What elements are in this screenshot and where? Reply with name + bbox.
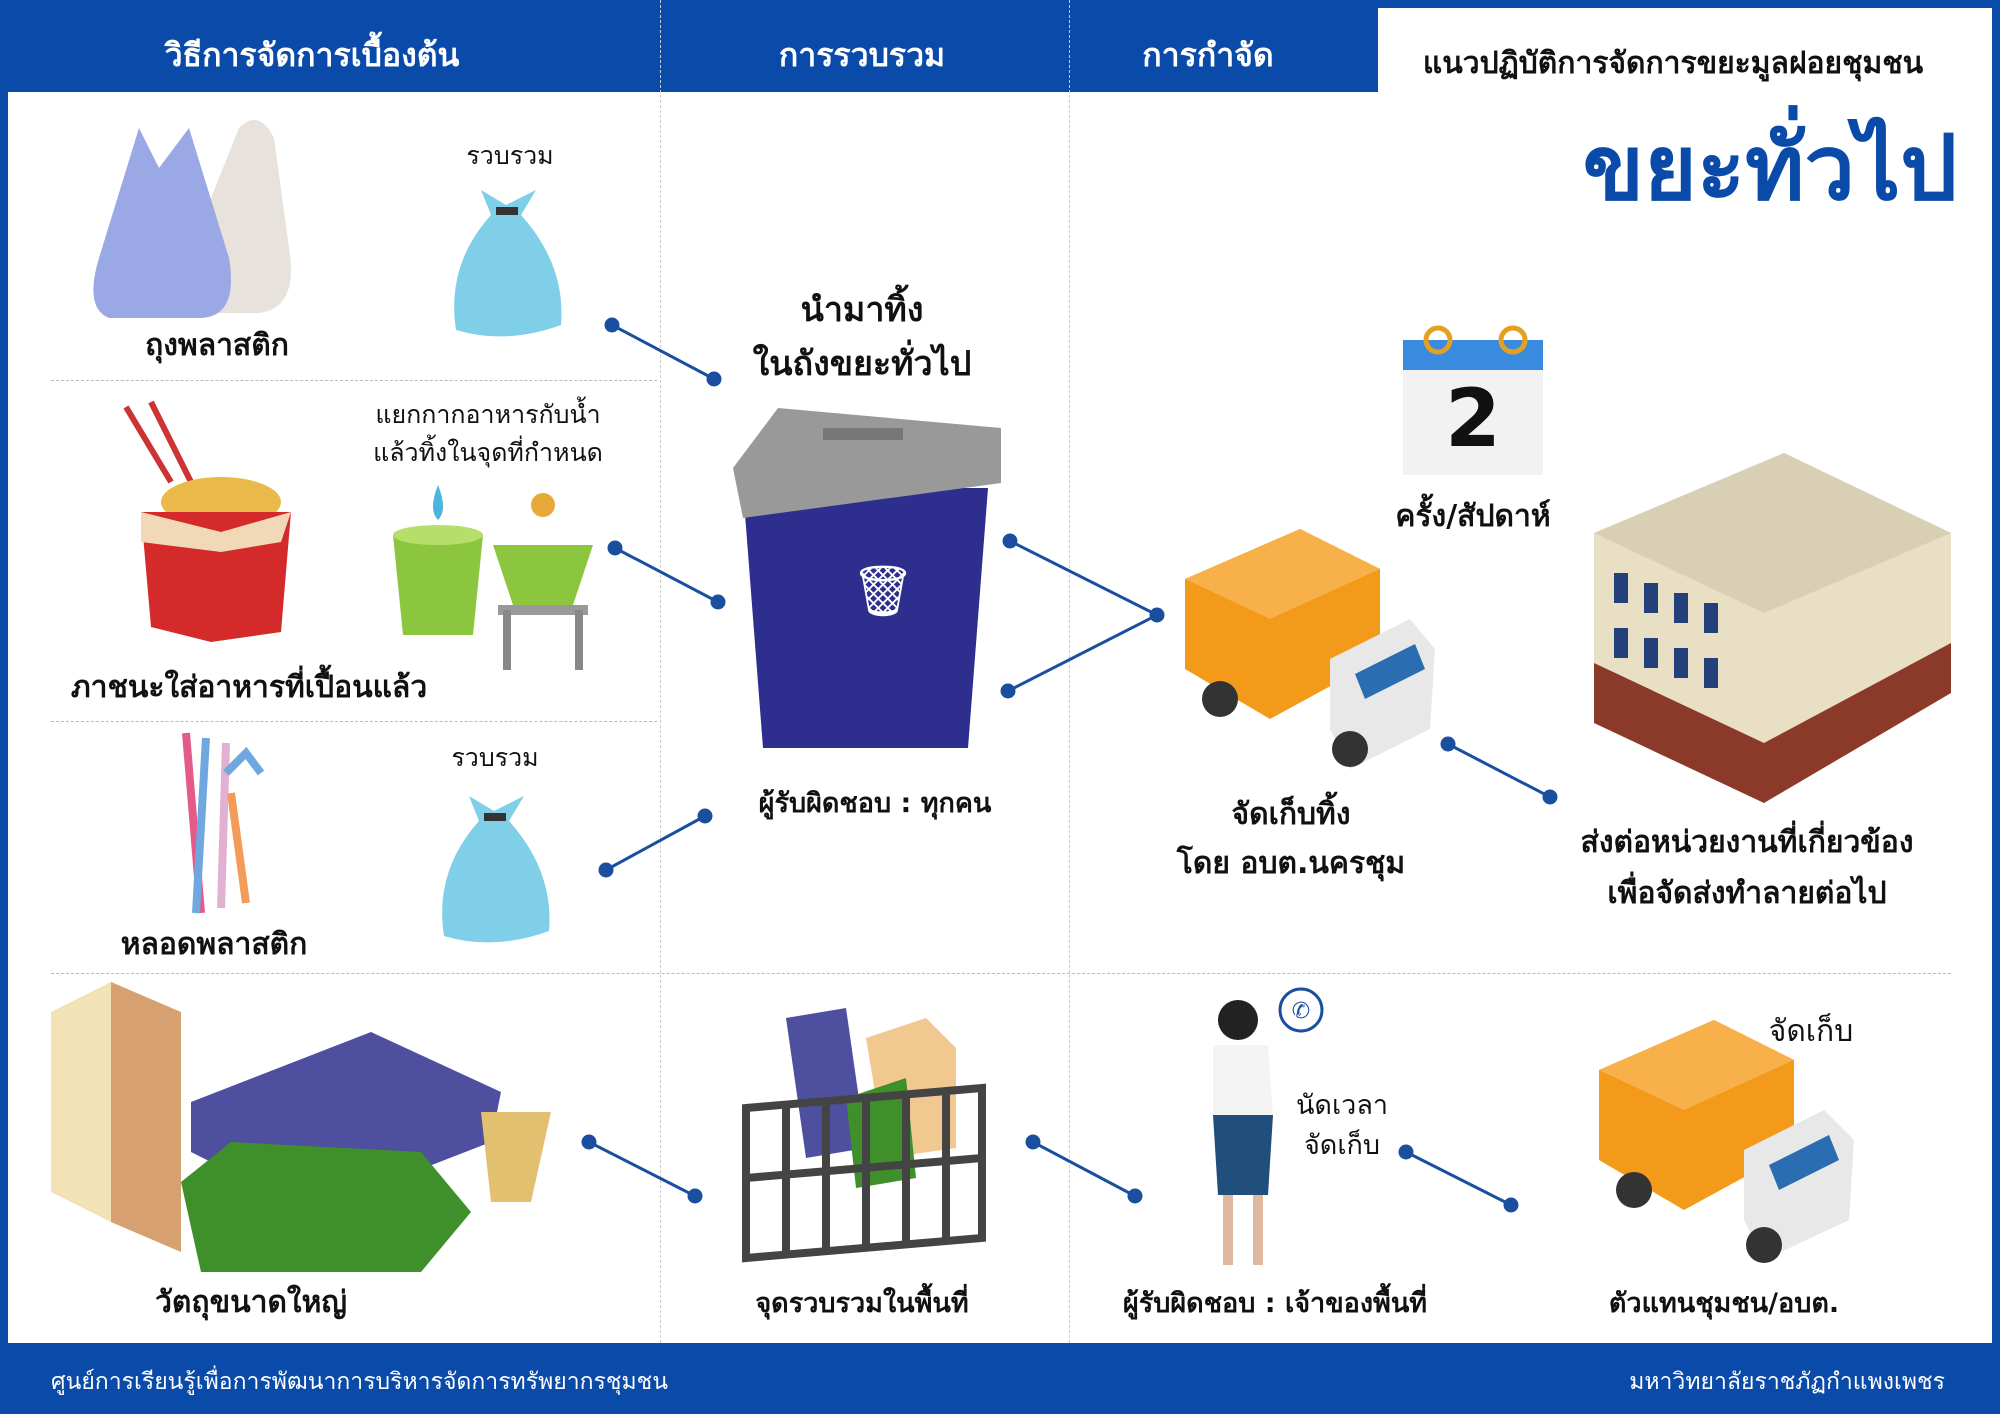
forward-label-line2: เพื่อจัดส่งทำลายต่อไป: [1607, 876, 1887, 911]
footer-university: มหาวิทยาลัยราชภัฏกำแพงเพชร: [1629, 1369, 1945, 1395]
page-title: ขยะทั่วไป: [1582, 116, 1958, 221]
food-container-icon: [123, 400, 291, 642]
bulky-furniture-icon: [51, 982, 551, 1272]
row-divider: [51, 973, 1951, 974]
row-divider: [51, 380, 657, 381]
responsible-owner: ผู้รับผิดชอบ : เจ้าของพื้นที่: [1122, 1288, 1428, 1319]
collect-label: จัดเก็บ: [1768, 1014, 1854, 1049]
connector-line: [1447, 742, 1551, 799]
footer-bar: [0, 1343, 2000, 1414]
connector-line: [611, 323, 715, 381]
svg-text:✆: ✆: [1292, 999, 1310, 1024]
calendar-number: 2: [1445, 372, 1501, 465]
collection-bag-icon: [454, 190, 562, 337]
column-divider: [1069, 0, 1070, 1343]
community-agent-label: ตัวแทนชุมชน/อบต.: [1608, 1288, 1840, 1319]
dispose-label-line2: ในถังขยะทั่วไป: [752, 344, 972, 384]
bulky-waste-label: วัตถุขนาดใหญ่: [155, 1285, 347, 1320]
column-divider: [660, 0, 661, 1343]
dispose-label-line1: นำมาทิ้ง: [800, 290, 924, 330]
calendar-icon: [1403, 325, 1543, 475]
frequency-label: ครั้ง/สัปดาห์: [1395, 499, 1551, 534]
trash-bin-icon: 🗑: [733, 408, 1001, 748]
phone-icon: ✆: [1278, 987, 1324, 1033]
food-note-line1: แยกกากอาหารกับน้ำ: [375, 400, 601, 429]
connector-line: [1009, 539, 1158, 617]
forward-label-line1: ส่งต่อหน่วยงานที่เกี่ยวข้อง: [1580, 825, 1914, 860]
connector-line: [614, 546, 719, 604]
plastic-bags-icon: [93, 120, 291, 318]
woman-calling-icon: [1213, 1000, 1273, 1265]
truck-icon: [1599, 1020, 1854, 1263]
connector-line: [605, 814, 706, 872]
footer-organization: ศูนย์การเรียนรู้เพื่อการพัฒนาการบริหารจั…: [51, 1369, 669, 1395]
connector-line: [1405, 1150, 1512, 1207]
straws-icon: [182, 732, 265, 914]
building-icon: [1594, 453, 1951, 803]
column-header-disposal: การกำจัด: [1142, 36, 1274, 74]
connector-line: [1007, 613, 1158, 693]
bucket-and-compost-icon: [393, 485, 593, 670]
appointment-label-line1: นัดเวลา: [1295, 1090, 1389, 1121]
bulky-collection-point-label: จุดรวบรวมในพื้นที่: [755, 1288, 969, 1319]
column-header-basic-handling: วิธีการจัดการเบื้องต้น: [164, 36, 460, 74]
straw-label: หลอดพลาสติก: [120, 927, 308, 962]
pickup-label-line2: โดย อบต.นครชุม: [1176, 846, 1406, 881]
collect-label: รวบรวม: [451, 743, 539, 772]
page-subtitle: แนวปฏิบัติการจัดการขยะมูลฝอยชุมชน: [1422, 46, 1924, 81]
truck-icon: [1185, 529, 1435, 769]
collection-bag-icon: [442, 796, 550, 943]
row-divider: [51, 721, 657, 722]
connector-line: [1032, 1140, 1136, 1198]
appointment-label-line2: จัดเก็บ: [1303, 1130, 1381, 1161]
food-note-line2: แล้วทิ้งในจุดที่กำหนด: [373, 438, 603, 467]
header-strip: [1378, 0, 2000, 8]
connector-line: [588, 1140, 696, 1198]
plastic-bag-label: ถุงพลาสติก: [145, 328, 289, 363]
header-bar: [0, 0, 1378, 92]
svg-text:🗑: 🗑: [851, 562, 914, 620]
food-container-label: ภาชนะใส่อาหารที่เปื้อนแล้ว: [70, 670, 428, 705]
collect-label: รวบรวม: [466, 141, 554, 170]
responsible-everyone: ผู้รับผิดชอบ : ทุกคน: [758, 788, 992, 819]
column-header-collection: การรวบรวม: [778, 36, 946, 74]
pickup-label-line1: จัดเก็บทิ้ง: [1231, 797, 1351, 832]
bulky-collection-cage-icon: [742, 1008, 986, 1263]
